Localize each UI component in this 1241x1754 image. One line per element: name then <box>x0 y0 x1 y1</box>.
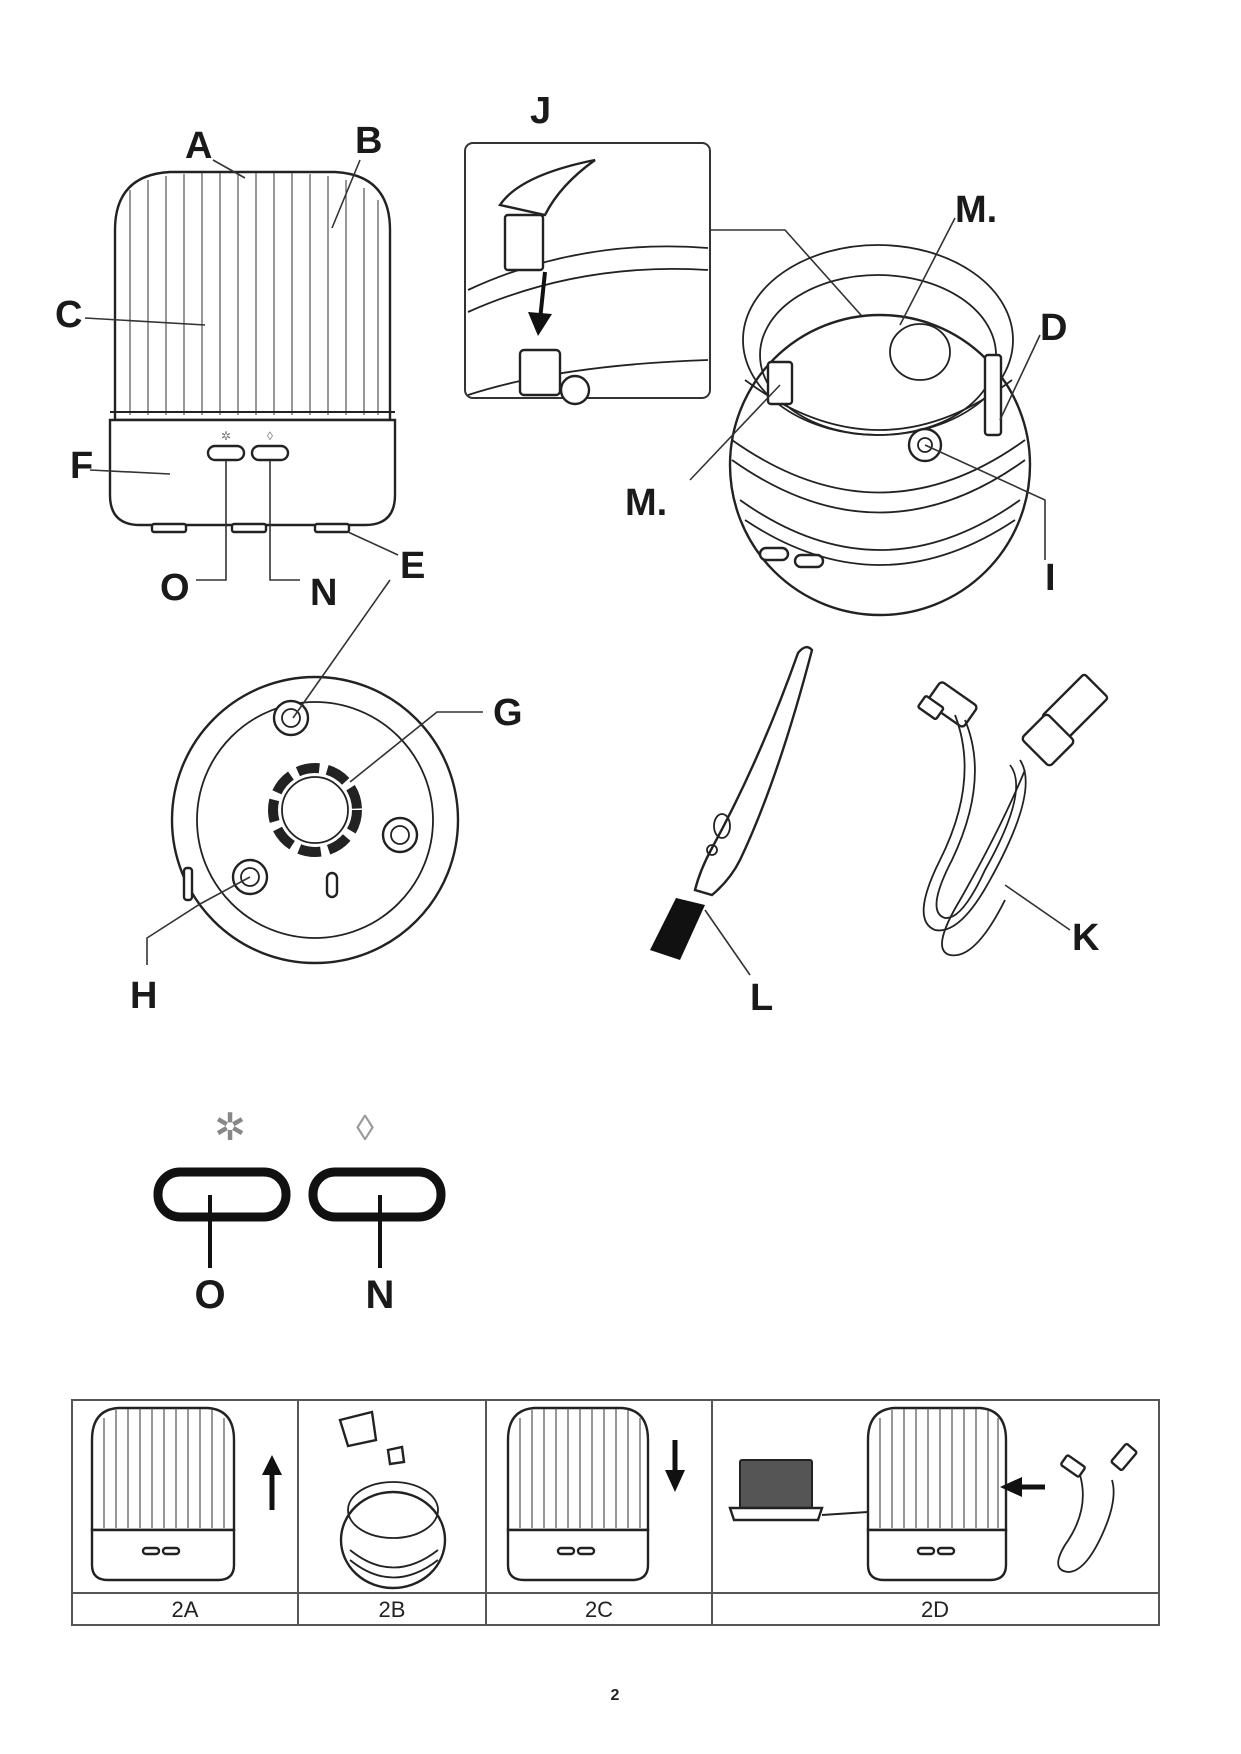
step-label-2A: 2A <box>172 1597 199 1622</box>
light-icon-large: ✲ <box>214 1107 246 1149</box>
label-N-detail: N <box>366 1273 395 1317</box>
label-H: H <box>130 975 157 1017</box>
label-C: C <box>55 294 82 336</box>
open-base-body <box>728 244 1032 617</box>
mist-button <box>250 444 290 462</box>
mist-button-large <box>308 1167 446 1222</box>
vent-ring <box>268 763 362 857</box>
label-A: A <box>185 125 212 167</box>
step-2B-illustration <box>338 1410 447 1590</box>
diffuser-base-open-view: J M. D M. I <box>464 90 1067 617</box>
step-2D-illustration <box>728 1406 1138 1582</box>
pour-cup-icon <box>338 1410 378 1448</box>
usb-cable-icon <box>1057 1442 1138 1573</box>
label-K: K <box>1072 917 1100 959</box>
brush-bristles <box>650 898 705 960</box>
label-M-left: M. <box>625 482 667 524</box>
label-L: L <box>750 977 773 1019</box>
step-label-2C: 2C <box>585 1597 613 1622</box>
label-G: G <box>493 692 523 734</box>
inset-detail-box <box>464 142 711 399</box>
label-N: N <box>310 572 337 614</box>
label-F: F <box>70 445 93 487</box>
laptop-icon <box>728 1459 824 1522</box>
diffuser-bottom-view: G H <box>130 579 523 1017</box>
mist-icon: ◊ <box>267 429 273 443</box>
step-2A-illustration <box>90 1406 282 1582</box>
label-J: J <box>530 90 551 132</box>
label-O: O <box>160 567 190 609</box>
cleaning-brush: L <box>650 645 814 1019</box>
buttons-detail: ✲ ◊ O N <box>153 1107 446 1317</box>
label-I: I <box>1045 557 1056 599</box>
step-label-2D: 2D <box>921 1597 949 1622</box>
label-E: E <box>400 545 425 587</box>
light-button <box>206 444 246 462</box>
inset-detail <box>467 158 709 406</box>
step-2C-illustration <box>506 1406 685 1582</box>
diffuser-front-view: ✲ ◊ A B C F O N E <box>55 120 425 614</box>
light-icon: ✲ <box>221 429 231 443</box>
arrow-down-icon <box>665 1470 685 1492</box>
arrow-up-icon <box>262 1455 282 1475</box>
page-number: 2 <box>611 1687 620 1704</box>
light-button-large <box>153 1167 291 1222</box>
usb-power-cable: K <box>917 673 1109 959</box>
step-label-2B: 2B <box>379 1597 406 1622</box>
steps-table: 2A 2B 2C 2D <box>71 1399 1160 1626</box>
arrow-left-icon <box>1000 1477 1022 1497</box>
label-B: B <box>355 120 382 162</box>
mist-icon-large: ◊ <box>356 1107 374 1148</box>
cover-ribs <box>129 173 379 415</box>
label-O-detail: O <box>194 1273 225 1317</box>
label-M-top: M. <box>955 189 997 231</box>
label-D: D <box>1040 307 1067 349</box>
